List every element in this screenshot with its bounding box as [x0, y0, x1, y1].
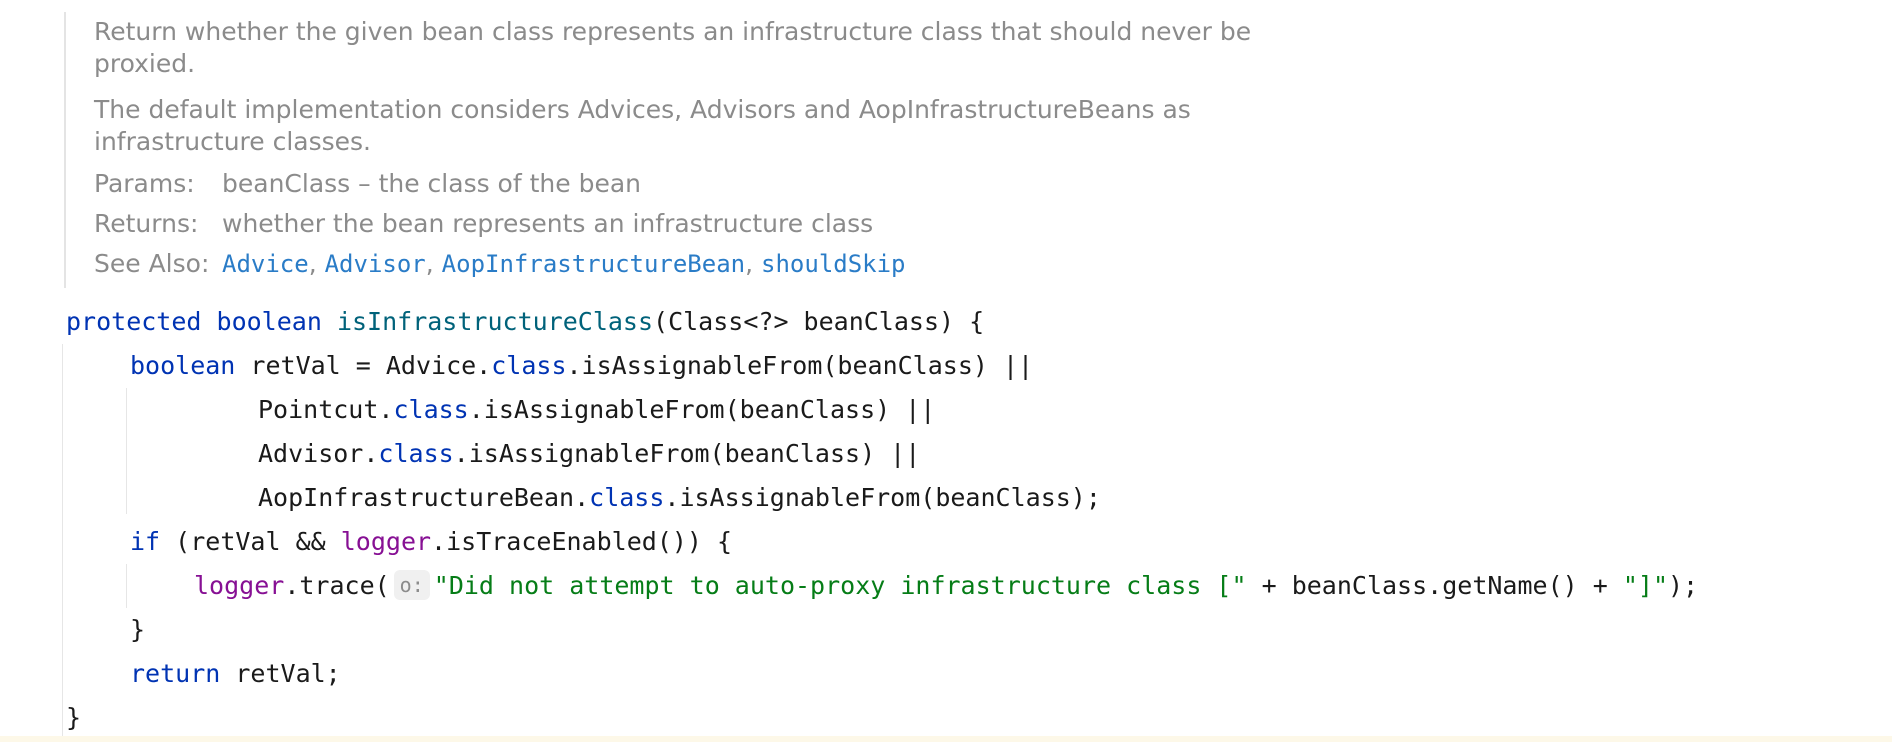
code-line-3[interactable]: Pointcut.class.isAssignableFrom(beanClas…: [258, 388, 935, 432]
code-line-4[interactable]: Advisor.class.isAssignableFrom(beanClass…: [258, 432, 920, 476]
code-text: .isTraceEnabled()) {: [431, 527, 733, 556]
see-also-separator: ,: [425, 249, 442, 278]
doc-see-also-row: See Also: Advice, Advisor, AopInfrastruct…: [94, 248, 906, 280]
keyword: boolean: [216, 307, 322, 336]
doc-returns-text: whether the bean represents an infrastru…: [222, 209, 874, 238]
see-also-link-aop-infrastructure-bean[interactable]: AopInfrastructureBean: [441, 250, 746, 278]
code-line-8[interactable]: }: [130, 608, 145, 652]
keyword: return: [130, 659, 221, 688]
keyword: class: [491, 351, 567, 380]
code-text: Pointcut.: [258, 395, 394, 424]
code-text: }: [130, 615, 146, 644]
code-text: + beanClass.getName() +: [1246, 571, 1623, 600]
doc-params-row: Params: beanClass – the class of the bean: [94, 168, 641, 200]
keyword: class: [393, 395, 469, 424]
editor-bottom-edge: [0, 736, 1892, 742]
doc-params-text: beanClass – the class of the bean: [222, 169, 641, 198]
string-literal: "Did not attempt to auto-proxy infrastru…: [433, 571, 1247, 600]
see-also-separator: ,: [745, 249, 762, 278]
code-text: .isAssignableFrom(beanClass) ||: [468, 395, 936, 424]
keyword: protected: [66, 307, 202, 336]
parameter-name-hint: o:: [393, 570, 430, 600]
code-text: Advisor.: [258, 439, 379, 468]
code-text: .isAssignableFrom(beanClass) ||: [566, 351, 1034, 380]
javadoc-popup: Return whether the given bean class repr…: [64, 12, 1766, 288]
doc-description: Return whether the given bean class repr…: [94, 17, 1252, 78]
string-literal: "]": [1622, 571, 1668, 600]
method-name: isInfrastructureClass: [336, 307, 654, 336]
code-line-10[interactable]: }: [66, 696, 81, 740]
code-line-9[interactable]: return retVal;: [130, 652, 341, 696]
code-text: );: [1668, 571, 1699, 600]
code-text: retVal;: [220, 659, 341, 688]
indent-guide: [126, 564, 127, 608]
field-reference: logger: [194, 571, 285, 600]
indent-guide: [126, 388, 127, 514]
indent-guide: [62, 344, 63, 740]
code-line-6[interactable]: if (retVal && logger.isTraceEnabled()) {: [130, 520, 732, 564]
see-also-link-advice[interactable]: Advice: [222, 250, 309, 278]
code-editor[interactable]: protected boolean isInfrastructureClass(…: [0, 300, 1892, 742]
keyword: class: [378, 439, 454, 468]
code-line-2[interactable]: boolean retVal = Advice.class.isAssignab…: [130, 344, 1033, 388]
doc-see-also-tag: See Also:: [94, 249, 210, 278]
keyword: boolean: [130, 351, 236, 380]
code-line-5[interactable]: AopInfrastructureBean.class.isAssignable…: [258, 476, 1101, 520]
code-line-7[interactable]: logger.trace(o:"Did not attempt to auto-…: [194, 564, 1698, 608]
keyword: if: [130, 527, 161, 556]
code-line-1[interactable]: protected boolean isInfrastructureClass(…: [66, 300, 984, 344]
doc-params-tag: Params:: [94, 169, 195, 198]
code-text: (Class<?> beanClass) {: [653, 307, 985, 336]
code-text: AopInfrastructureBean.: [258, 483, 590, 512]
doc-description-detail: The default implementation considers Adv…: [94, 95, 1191, 156]
code-text: .trace(: [284, 571, 390, 600]
code-text: .isAssignableFrom(beanClass);: [664, 483, 1101, 512]
see-also-separator: ,: [308, 249, 325, 278]
code-text: (retVal &&: [160, 527, 341, 556]
doc-returns-tag: Returns:: [94, 209, 199, 238]
field-reference: logger: [340, 527, 432, 556]
see-also-link-advisor[interactable]: Advisor: [324, 250, 426, 278]
code-text: }: [66, 703, 82, 732]
doc-returns-row: Returns: whether the bean represents an i…: [94, 208, 873, 240]
see-also-link-should-skip[interactable]: shouldSkip: [761, 250, 906, 278]
keyword: class: [589, 483, 665, 512]
code-text: retVal = Advice.: [235, 351, 492, 380]
code-text: .isAssignableFrom(beanClass) ||: [453, 439, 921, 468]
